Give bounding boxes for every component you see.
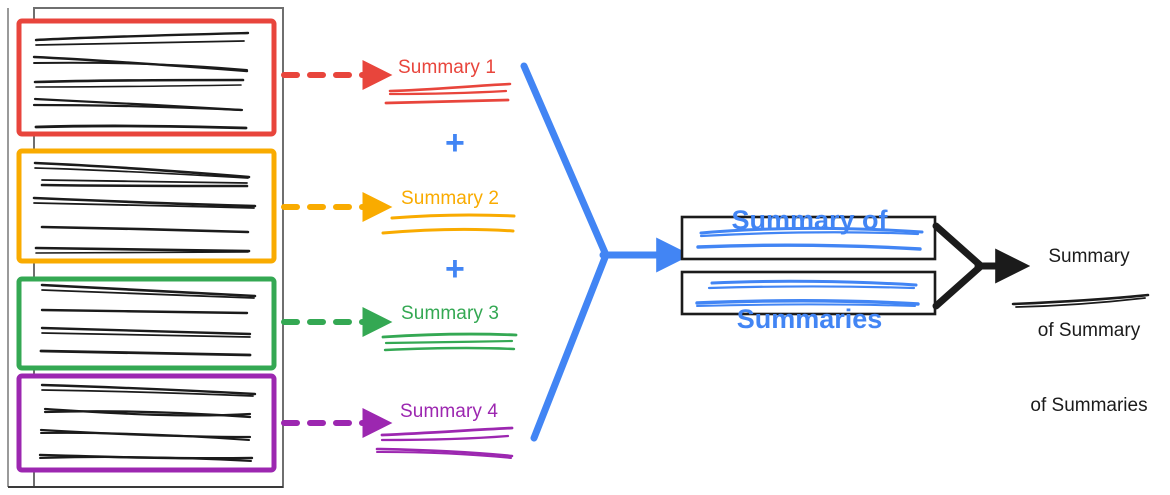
final-output-title: Summary of Summary of Summaries (1013, 196, 1165, 468)
chunk-green-text-lines (39, 283, 257, 357)
sos-box-1-squiggles (696, 226, 924, 251)
sos-title-line-2: Summaries (736, 303, 883, 334)
summary-1-label: Summary 1 (398, 57, 497, 78)
final-title-line-3: of Summaries (1030, 394, 1148, 416)
summary-3-label: Summary 3 (401, 303, 500, 324)
sos-box-1[interactable] (680, 215, 937, 261)
summary-2-label: Summary 2 (401, 188, 500, 209)
summary-2-squiggles (381, 213, 516, 235)
summary-3-squiggles (381, 332, 518, 352)
final-title-line-2: of Summary (1037, 320, 1141, 342)
chunk-box-purple[interactable] (16, 373, 277, 473)
chunk-box-red[interactable] (16, 18, 277, 137)
chunk-box-green[interactable] (16, 276, 277, 371)
blue-merge-arrow (520, 62, 692, 442)
chunk-red-text-lines (32, 31, 250, 130)
chunk-orange-text-lines (32, 161, 257, 254)
black-merge-arrow (932, 222, 1031, 310)
final-title-line-1: Summary (1048, 246, 1130, 268)
chunk-purple-text-lines (38, 383, 257, 462)
final-output-squiggle (1011, 293, 1150, 308)
summary-4-label: Summary 4 (400, 401, 499, 422)
sos-title-line-1: Summary of (731, 204, 888, 235)
plus-icon-1: + (445, 124, 465, 162)
plus-icon-2: + (445, 250, 465, 288)
sos-box-2[interactable] (680, 270, 937, 316)
summary-1-squiggles (384, 82, 512, 105)
sos-box-2-squiggles (695, 279, 920, 307)
summary-4-squiggles (375, 426, 514, 459)
summary-of-summaries-title: Summary of Summaries (672, 138, 947, 402)
chunk-box-orange[interactable] (16, 148, 277, 264)
